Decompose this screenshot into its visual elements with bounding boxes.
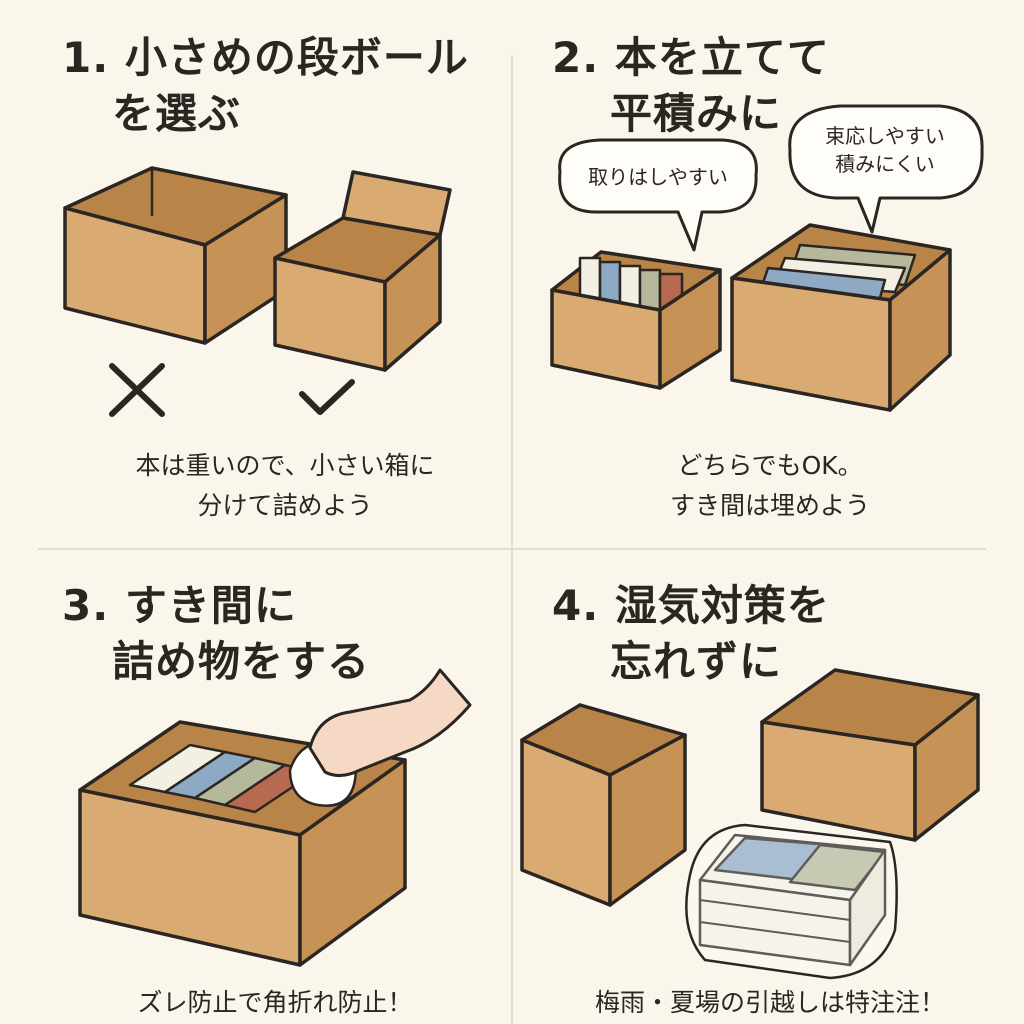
panel-4-heading: 4. 湿気対策を 忘れずに: [552, 578, 830, 690]
panel-2-heading: 2. 本を立てて 平積みに: [552, 30, 830, 142]
large-box: [63, 166, 288, 345]
check-mark-icon: [299, 379, 355, 415]
bagged-books: [685, 823, 898, 980]
panel-4-title-line2: 忘れずに: [610, 637, 783, 686]
panel-1-caption-line1: 本は重いので、小さい箱に: [135, 451, 435, 480]
panel-2-caption-line1: どちらでもOK。: [677, 451, 863, 480]
panel-3-title-line2: 詰め物をする: [112, 637, 371, 686]
panel-4-number: 4.: [552, 581, 600, 630]
speech-bubble-icon: [558, 104, 984, 252]
bubble-right-text: 束応しやすい 積みにくい: [800, 122, 970, 178]
panel-4-title-line1: 湿気対策を: [614, 581, 830, 630]
panel-2-title-line2: 平積みに: [610, 89, 783, 138]
desiccant-box: [520, 703, 687, 907]
panel-2-caption-line2: すき間は埋めよう: [669, 491, 870, 520]
panel-1-heading: 1. 小さめの段ボール を選ぶ: [62, 30, 469, 142]
panel-1-title-line1: 小さめの段ボール: [124, 33, 469, 82]
hand-icon: [308, 668, 472, 777]
small-box: [273, 170, 452, 372]
panel-1-number: 1.: [62, 33, 110, 82]
flat-books-box: [730, 223, 952, 412]
panel-2-number: 2.: [552, 33, 600, 82]
cross-mark-icon: [109, 363, 165, 417]
panel-2-caption: どちらでもOK。 すき間は埋めよう: [540, 446, 1000, 526]
panel-4-caption: 梅雨・夏場の引越しは特注注！: [594, 988, 945, 1017]
panel-3-caption: ズレ防止で角折れ防止！: [137, 988, 413, 1017]
panel-1-caption: 本は重いので、小さい箱に 分けて詰めよう: [80, 446, 490, 526]
panel-3-title-line1: すき間に: [124, 581, 297, 630]
bubble-left-text: 取りはしやすい: [588, 165, 728, 189]
upright-books-box: [550, 250, 722, 390]
panel-3-number: 3.: [62, 581, 110, 630]
bubble-right-line1: 束応しやすい: [825, 124, 945, 148]
plain-box: [760, 668, 980, 842]
panel-1-caption-line2: 分けて詰めよう: [197, 491, 373, 520]
vertical-divider: [511, 55, 513, 1024]
panel-1-title-line2: を選ぶ: [112, 89, 242, 138]
panel-3-heading: 3. すき間に 詰め物をする: [62, 578, 370, 690]
bubble-right-line2: 積みにくい: [835, 152, 935, 176]
horizontal-divider: [38, 548, 986, 550]
panel-2-title-line1: 本を立てて: [614, 33, 830, 82]
